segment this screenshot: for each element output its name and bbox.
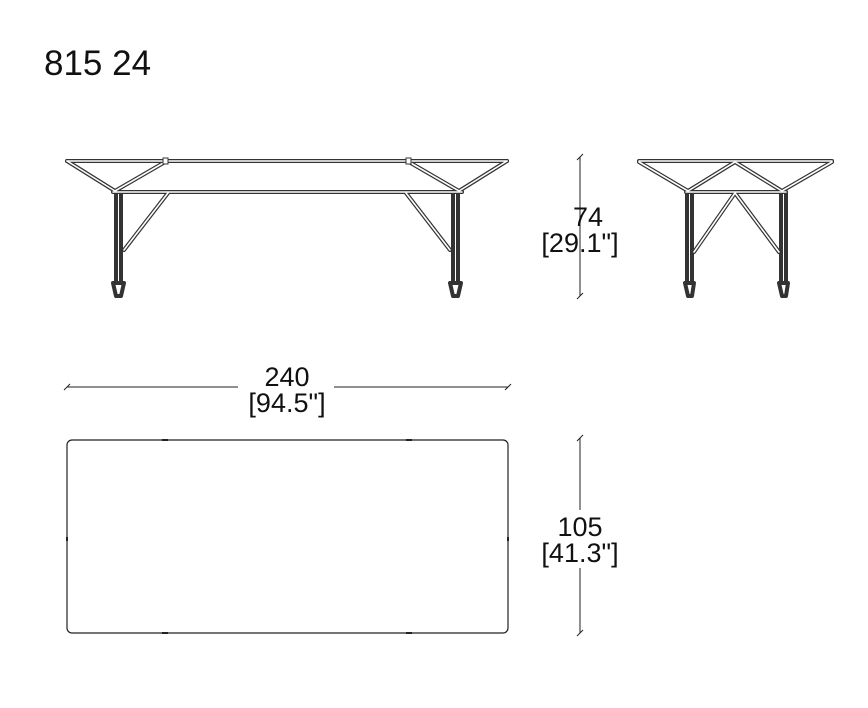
- depth-inch-label: [41.3"]: [541, 538, 619, 568]
- length-cm-label: 240: [264, 362, 310, 392]
- height-dimension-line: [576, 153, 584, 300]
- depth-cm-label: 105: [557, 512, 603, 542]
- product-code: 815 24: [44, 44, 152, 83]
- plan-view: [66, 439, 509, 634]
- end-view: [637, 159, 834, 298]
- length-inch-label: [94.5"]: [248, 388, 326, 418]
- height-cm-label: 74: [572, 202, 604, 232]
- side-view: [65, 157, 509, 298]
- depth-dimension-line: [576, 434, 584, 637]
- length-dimension-line: [63, 383, 512, 391]
- height-inch-label: [29.1"]: [541, 228, 619, 258]
